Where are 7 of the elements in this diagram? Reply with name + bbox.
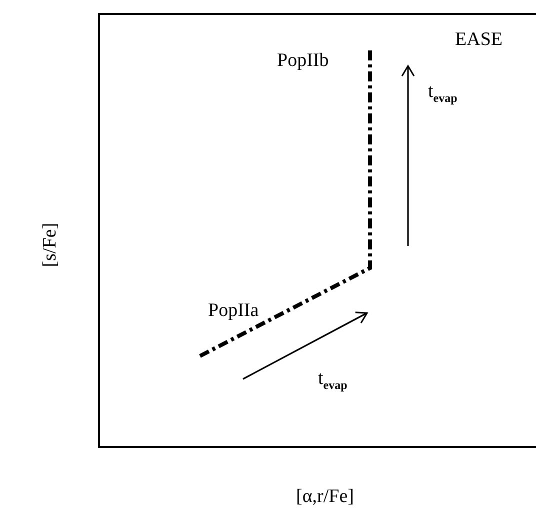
arrow-label: t$_{evap}$ [318, 369, 348, 391]
arrow-label: t$_{evap}$ [428, 82, 458, 104]
curve-label: PopIIb [277, 51, 329, 70]
axis-label: [α,r/Fe] [296, 487, 354, 506]
axis-label: [s/Fe] [40, 222, 60, 268]
curve-label: PopIIa [208, 301, 259, 320]
panel-label: EASE [455, 30, 502, 49]
